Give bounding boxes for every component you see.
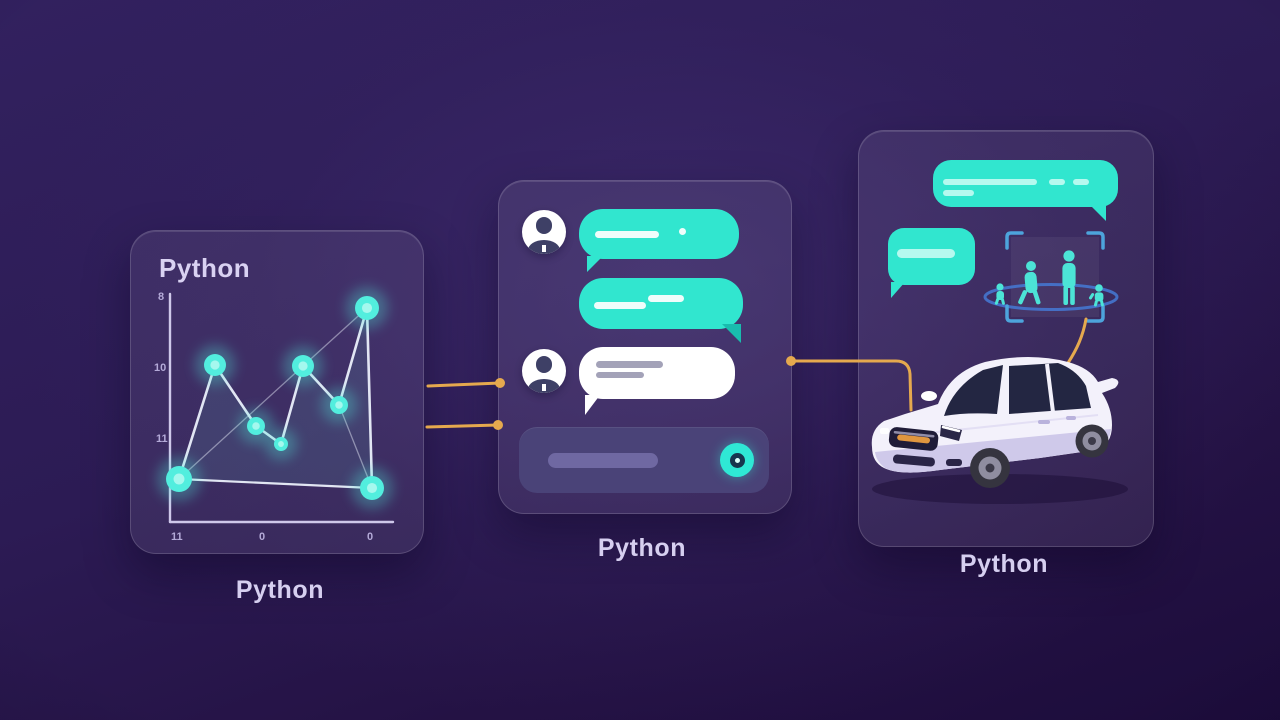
- text-line: [596, 372, 644, 378]
- bubble-tail: [891, 282, 905, 298]
- pedestrian-icon: [994, 250, 1104, 307]
- typing-dot: [679, 228, 686, 235]
- svg-text:11: 11: [156, 433, 168, 445]
- text-line: [648, 295, 684, 302]
- chat-caption: Python: [597, 534, 687, 562]
- svg-text:11: 11: [171, 531, 183, 543]
- chat-bubble-reply: [579, 347, 735, 415]
- text-line: [1073, 179, 1089, 185]
- panel-chat-card: [498, 180, 792, 514]
- chat-bubble-large: [933, 160, 1118, 221]
- chat-input-bar[interactable]: [519, 427, 769, 493]
- chat-bubble-incoming-1: [579, 209, 739, 272]
- user-avatar-icon: [522, 349, 566, 393]
- svg-text:0: 0: [259, 531, 265, 543]
- pedestrian-detection-graphic: [983, 231, 1119, 323]
- text-line: [596, 361, 663, 368]
- text-line: [897, 249, 955, 258]
- text-line: [1049, 179, 1065, 185]
- connector-line-1: [426, 381, 502, 388]
- chart-caption: Python: [235, 576, 325, 604]
- svg-text:0: 0: [367, 531, 373, 543]
- send-button[interactable]: [720, 443, 754, 477]
- user-avatar-icon: [522, 210, 566, 254]
- connector-line-2: [425, 423, 500, 429]
- text-line: [943, 190, 974, 196]
- svg-text:10: 10: [154, 362, 166, 374]
- text-line: [594, 302, 646, 309]
- panel-chart-card: Python 8 10 11 11 0 0: [130, 230, 424, 554]
- text-line: [595, 231, 659, 238]
- panel-vision-card: [858, 130, 1154, 547]
- chart-title: Python: [159, 253, 251, 283]
- vision-caption: Python: [959, 550, 1049, 578]
- chat-bubble-small: [888, 228, 975, 298]
- detection-ellipse: [983, 283, 1119, 311]
- glowing-line-chart: 8 10 11 11 0 0: [154, 287, 395, 543]
- record-ring-icon: [729, 452, 745, 468]
- chat-bubble-incoming-2: [579, 278, 743, 343]
- bubble-tail: [585, 395, 600, 415]
- input-placeholder-line: [548, 453, 658, 468]
- bubble-tail: [587, 256, 603, 272]
- text-line: [943, 179, 1037, 185]
- bubble-tail: [1088, 203, 1106, 221]
- detection-panel: [1011, 237, 1099, 317]
- bracket-frame-icon: [1005, 231, 1105, 323]
- svg-text:8: 8: [158, 291, 164, 303]
- bubble-tail: [722, 324, 741, 343]
